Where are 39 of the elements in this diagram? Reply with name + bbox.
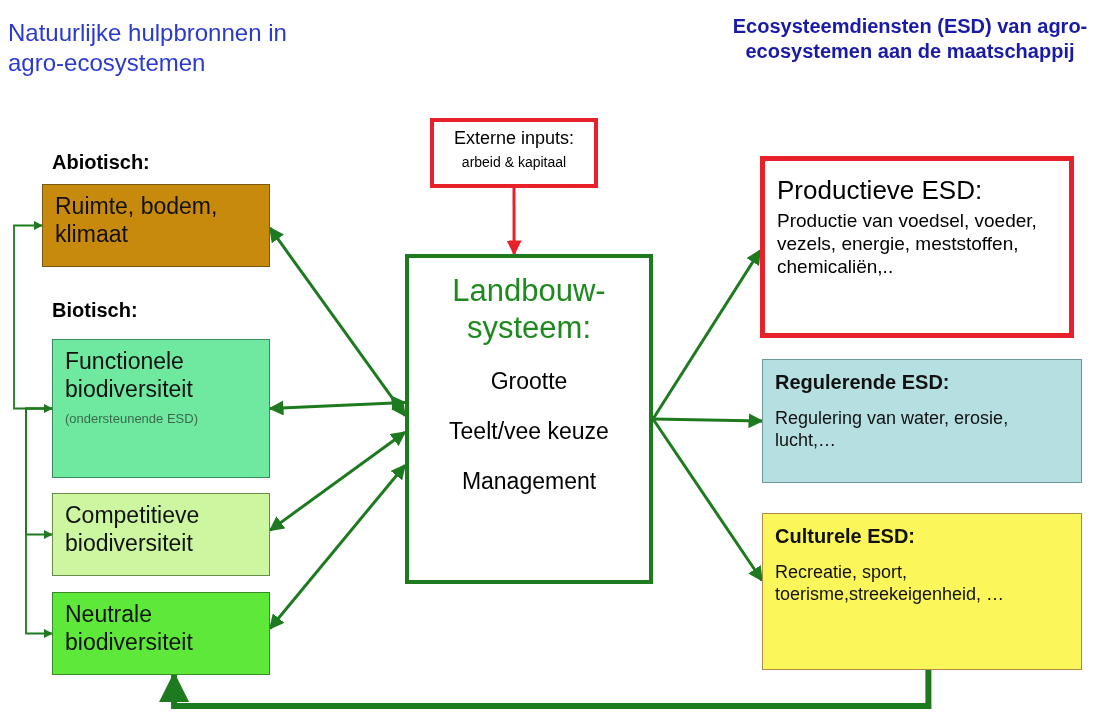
node-text: Management	[460, 467, 598, 496]
arrow	[268, 464, 407, 630]
heading: Natuurlijke hulpbronnen in agro-ecosystemen	[8, 18, 288, 78]
group-label: Abiotisch:	[52, 150, 151, 175]
service-box	[762, 513, 1082, 670]
arrow	[652, 413, 764, 429]
input-box	[430, 118, 598, 188]
node-text: Regulering van water, erosie, lucht,…	[775, 408, 1010, 452]
resource-box	[52, 592, 270, 675]
arrow	[13, 221, 53, 413]
resource-box	[42, 184, 270, 267]
resource-box	[52, 493, 270, 576]
service-box	[760, 156, 1074, 338]
node-title: Productieve ESD:	[777, 175, 984, 207]
node-text: Competitieve biodiversiteit	[65, 502, 201, 558]
node-text: Ruimte, bodem, klimaat	[55, 193, 219, 249]
node-text: Recreatie, sport, toerisme,streekeigenheid, …	[775, 562, 1006, 606]
node-title: Externe inputs:	[452, 128, 576, 150]
group-label: Biotisch:	[52, 298, 139, 323]
node-text: Teelt/vee keuze	[448, 417, 610, 446]
node-note: (ondersteunende ESD)	[65, 411, 199, 427]
resource-box	[52, 339, 270, 478]
node-text: arbeid & kapitaal	[460, 153, 568, 171]
service-box	[762, 359, 1082, 483]
system-box	[405, 254, 653, 584]
heading: Ecosysteemdiensten (ESD) van agro-ecosystemen aan de maatschappij	[731, 14, 1089, 64]
node-title: Functionele biodiversiteit	[65, 348, 194, 404]
arrow	[25, 407, 53, 638]
node-text: Productie van voedsel, voeder, vezels, energie, meststoffen, chemicaliën,..	[777, 210, 1038, 279]
arrow	[268, 395, 407, 416]
arrow	[268, 226, 407, 417]
node-title: Culturele ESD:	[775, 524, 917, 548]
arrow	[159, 670, 932, 709]
node-text: Grootte	[489, 368, 569, 396]
node-title: Landbouw- systeem:	[451, 272, 607, 347]
node-text: Neutrale biodiversiteit	[65, 601, 194, 657]
arrow	[268, 431, 407, 532]
arrow	[506, 188, 522, 256]
node-title: Regulerende ESD:	[775, 370, 951, 394]
